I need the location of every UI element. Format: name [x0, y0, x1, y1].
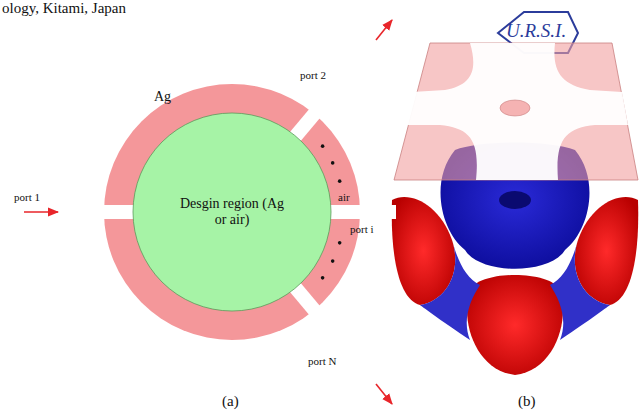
port-label: port 1: [14, 191, 40, 204]
design-region-shape: [133, 113, 331, 311]
material-label: Ag: [154, 89, 171, 105]
region-label: Desgin region (Ag or air): [176, 196, 288, 228]
field-plane: [394, 43, 638, 180]
port-label: port i: [350, 223, 374, 236]
port-label: port N: [308, 355, 336, 368]
design-region: Desgin region (Ag or air): [133, 113, 331, 311]
port-arrows: [24, 20, 412, 404]
logo-text: U.R.S.I.: [506, 20, 566, 42]
material-label: air: [338, 191, 350, 204]
panel-caption: (a): [222, 393, 239, 410]
panel-caption: (b): [518, 393, 536, 410]
silver-disk: AgDesgin region (Ag or air): [104, 84, 360, 340]
port-label: port 2: [300, 69, 326, 82]
header-text: ology, Kitami, Japan: [2, 0, 126, 17]
